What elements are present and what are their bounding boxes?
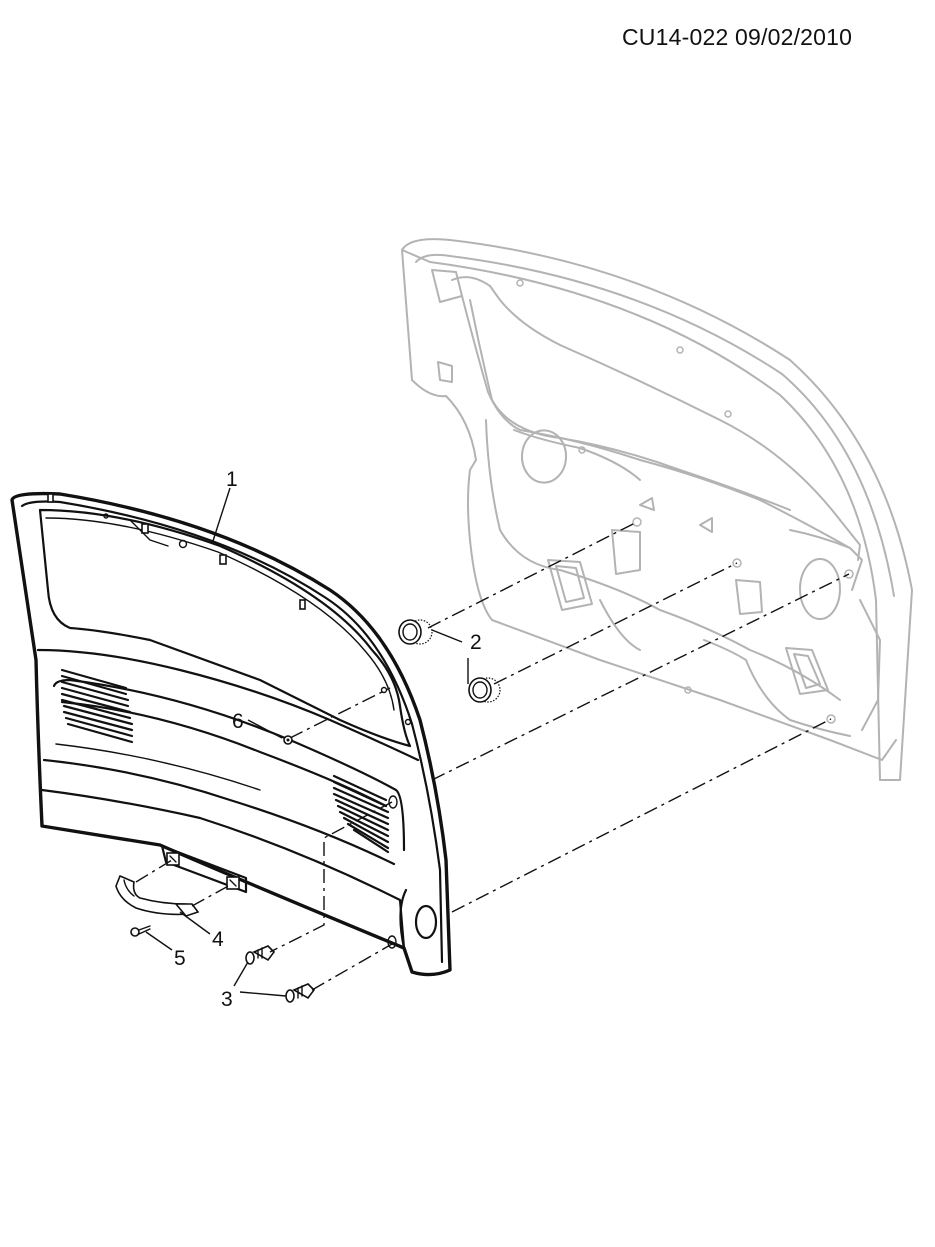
callout-1: 1 [226,468,238,491]
bumper-upper [398,619,433,645]
pull-handle [115,874,200,917]
leader-lines [145,487,469,997]
clip-fastener [283,735,293,745]
push-pin-retainers [245,945,316,1003]
rubber-bumpers [398,619,501,703]
speaker-grille-left [60,668,134,744]
top-edge-clips [47,493,412,726]
liftgate-trim-panel [10,491,452,977]
callout-3: 3 [221,988,233,1011]
callout-2: 2 [470,631,482,654]
callout-5: 5 [174,947,186,970]
speaker-grille-right [332,774,390,854]
diagram-reference-code: CU14-022 09/02/2010 [622,24,853,50]
callout-4: 4 [212,928,224,951]
bumper-lower [468,677,501,703]
liftgate-ghost [401,238,913,781]
assembly-lines [135,521,850,991]
screw [130,925,151,937]
callout-6: 6 [232,710,244,733]
